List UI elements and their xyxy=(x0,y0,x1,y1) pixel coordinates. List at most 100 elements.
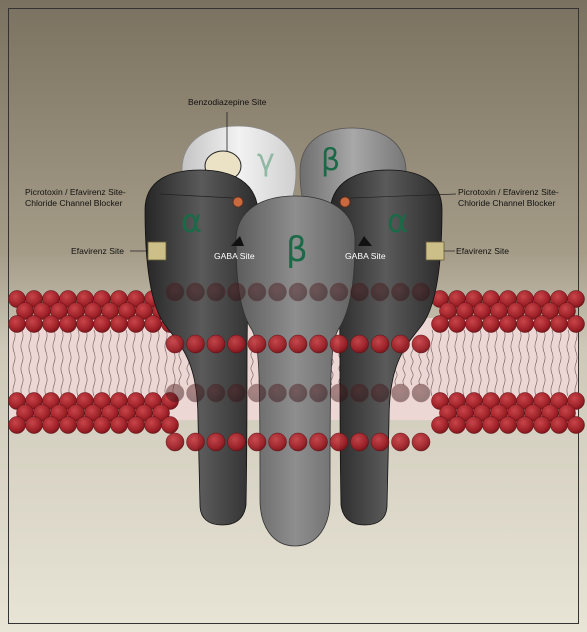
lipid-head xyxy=(166,335,184,353)
lipid-head xyxy=(371,335,389,353)
lipid-head xyxy=(432,417,449,434)
lipid-head xyxy=(330,283,348,301)
lipid-head xyxy=(166,433,184,451)
lipid-head xyxy=(43,316,60,333)
lipid-head xyxy=(128,316,145,333)
lipid-head xyxy=(534,316,551,333)
lipid-head xyxy=(310,384,328,402)
lipid-head xyxy=(228,335,246,353)
lipid-head xyxy=(517,417,534,434)
lipid-head xyxy=(207,433,225,451)
lipid-head xyxy=(483,316,500,333)
lipid-head xyxy=(128,417,145,434)
lipid-head xyxy=(483,417,500,434)
lipid-head xyxy=(228,384,246,402)
lipid-head xyxy=(187,335,205,353)
lipid-head xyxy=(228,283,246,301)
lipid-head xyxy=(351,283,369,301)
lipid-head xyxy=(289,283,307,301)
lipid-head xyxy=(310,335,328,353)
efavirenz-site-label-right: Efavirenz Site xyxy=(456,246,509,257)
lipid-head xyxy=(248,283,266,301)
lipid-head xyxy=(162,417,179,434)
lipid-head xyxy=(371,433,389,451)
lipid-head xyxy=(351,335,369,353)
lipid-head xyxy=(207,335,225,353)
picrotoxin-site-marker-left xyxy=(233,197,243,207)
lipid-head xyxy=(60,316,77,333)
lipid-head xyxy=(310,433,328,451)
lipid-head xyxy=(517,316,534,333)
lipid-head xyxy=(330,384,348,402)
subunit-label-beta-back: β xyxy=(321,146,340,176)
lipid-head xyxy=(77,417,94,434)
lipid-head xyxy=(568,417,585,434)
lipid-head xyxy=(207,283,225,301)
benzodiazepine-site-label: Benzodiazepine Site xyxy=(188,97,266,108)
lipid-head xyxy=(187,433,205,451)
lipid-head xyxy=(94,417,111,434)
subunit-label-alpha-left: α xyxy=(181,205,202,237)
lipid-head xyxy=(269,335,287,353)
lipid-head xyxy=(351,384,369,402)
lipid-head xyxy=(248,384,266,402)
lipid-head xyxy=(568,316,585,333)
lipid-head xyxy=(351,433,369,451)
lipid-head xyxy=(412,384,430,402)
lipid-head xyxy=(77,316,94,333)
picrotoxin-site-label-right: Picrotoxin / Efavirenz Site- Chloride Ch… xyxy=(458,187,559,209)
subunit-label-alpha-right: α xyxy=(387,205,408,237)
lipid-head xyxy=(412,433,430,451)
lipid-head xyxy=(449,417,466,434)
picrotoxin-site-marker-right xyxy=(340,197,350,207)
lipid-head xyxy=(289,384,307,402)
picrotoxin-site-label-left: Picrotoxin / Efavirenz Site- Chloride Ch… xyxy=(25,187,126,209)
lipid-head xyxy=(187,283,205,301)
subunit-label-gamma: γ xyxy=(257,146,275,176)
lipid-head xyxy=(551,417,568,434)
lipid-head xyxy=(269,283,287,301)
efavirenz-site-label-left: Efavirenz Site xyxy=(71,246,124,257)
lipid-head xyxy=(392,335,410,353)
lipid-head xyxy=(449,316,466,333)
lipid-head xyxy=(289,433,307,451)
lipid-head xyxy=(500,316,517,333)
lipid-head xyxy=(392,283,410,301)
lipid-head xyxy=(551,316,568,333)
efavirenz-site-marker-right xyxy=(426,242,444,260)
lipid-head xyxy=(26,417,43,434)
lipid-head xyxy=(412,335,430,353)
lipid-head xyxy=(371,283,389,301)
lipid-head xyxy=(330,433,348,451)
lipid-head xyxy=(111,417,128,434)
lipid-head xyxy=(466,417,483,434)
lipid-head xyxy=(330,335,348,353)
lipid-head xyxy=(26,316,43,333)
lipid-head xyxy=(310,283,328,301)
lipid-head xyxy=(412,283,430,301)
lipid-head xyxy=(43,417,60,434)
lipid-head xyxy=(94,316,111,333)
efavirenz-site-marker-left xyxy=(148,242,166,260)
lipid-head xyxy=(9,316,26,333)
lipid-head xyxy=(289,335,307,353)
gaba-site-label-left: GABA Site xyxy=(214,251,255,262)
lipid-head xyxy=(111,316,128,333)
lipid-head xyxy=(145,316,162,333)
lipid-head xyxy=(392,433,410,451)
lipid-head xyxy=(166,283,184,301)
lipid-head xyxy=(269,433,287,451)
lipid-head xyxy=(534,417,551,434)
lipid-head xyxy=(166,384,184,402)
subunit-label-beta-front: β xyxy=(286,233,308,267)
lipid-head xyxy=(187,384,205,402)
lipid-head xyxy=(466,316,483,333)
lipid-head xyxy=(371,384,389,402)
lipid-head xyxy=(145,417,162,434)
gaba-site-label-right: GABA Site xyxy=(345,251,386,262)
lipid-head xyxy=(228,433,246,451)
lipid-head xyxy=(248,433,266,451)
lipid-head xyxy=(432,316,449,333)
